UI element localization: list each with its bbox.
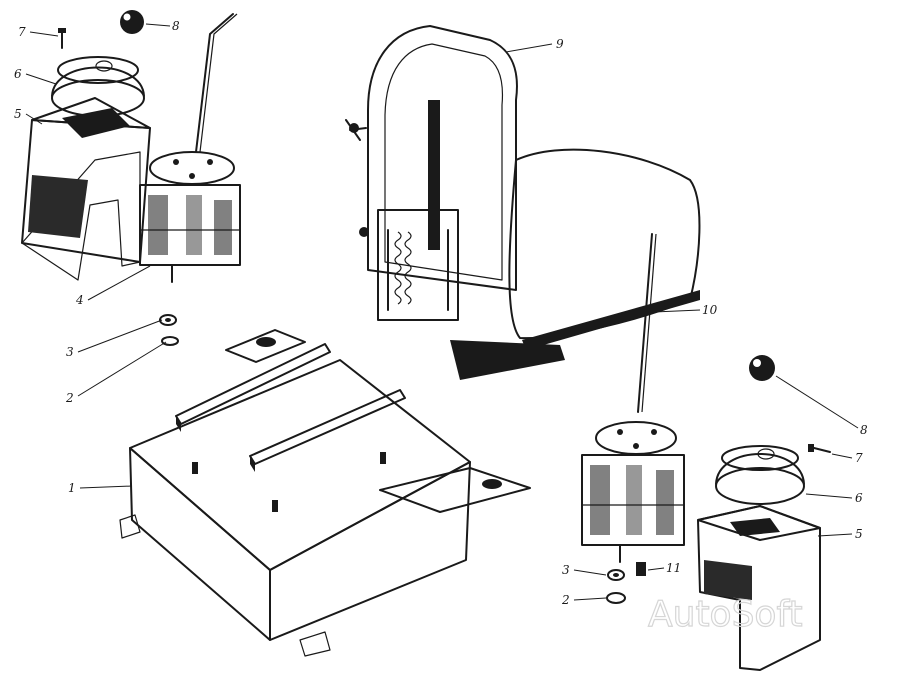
right-switch-unit — [581, 421, 685, 563]
right-screw — [808, 444, 831, 453]
right-washer-2 — [606, 592, 626, 604]
label-5-right: 5 — [855, 527, 863, 541]
label-4: 4 — [75, 293, 84, 307]
label-3-left: 3 — [66, 345, 74, 359]
left-screw — [58, 28, 66, 49]
part-labels: 1 2 3 4 5 6 7 8 9 10 8 7 6 5 11 3 2 — [14, 19, 868, 607]
seat-frame — [345, 119, 565, 380]
right-nut-11 — [636, 562, 646, 576]
left-switch-unit — [139, 151, 241, 283]
right-switch-lever — [637, 233, 657, 413]
label-2-left: 2 — [65, 391, 74, 405]
label-8-left: 8 — [172, 19, 180, 33]
label-1: 1 — [68, 481, 76, 495]
watermark: AutoSoft — [648, 594, 803, 635]
right-pedestal — [697, 505, 821, 671]
label-10: 10 — [702, 303, 718, 317]
label-6-left: 6 — [14, 67, 22, 81]
label-5-left: 5 — [14, 107, 22, 121]
right-cover-dome — [715, 445, 805, 505]
label-9: 9 — [556, 37, 564, 51]
seat-cushion — [508, 148, 701, 350]
right-knob — [749, 355, 775, 381]
floor-mount — [119, 329, 531, 657]
left-cover-dome — [51, 56, 145, 117]
left-washer-2 — [161, 336, 179, 346]
seat-backrest — [367, 25, 518, 291]
label-2-right: 2 — [561, 593, 570, 607]
label-6-right: 6 — [855, 491, 863, 505]
label-7-right: 7 — [855, 451, 863, 465]
right-nut-3 — [607, 569, 625, 581]
left-switch-lever — [195, 13, 238, 153]
leader-lines — [25, 23, 859, 601]
label-8-right: 8 — [860, 423, 868, 437]
left-knob — [120, 10, 144, 34]
label-7-left: 7 — [18, 25, 26, 39]
left-nut-3 — [159, 314, 177, 326]
label-3-right: 3 — [562, 563, 570, 577]
label-11: 11 — [666, 561, 681, 575]
left-pedestal — [21, 97, 151, 281]
